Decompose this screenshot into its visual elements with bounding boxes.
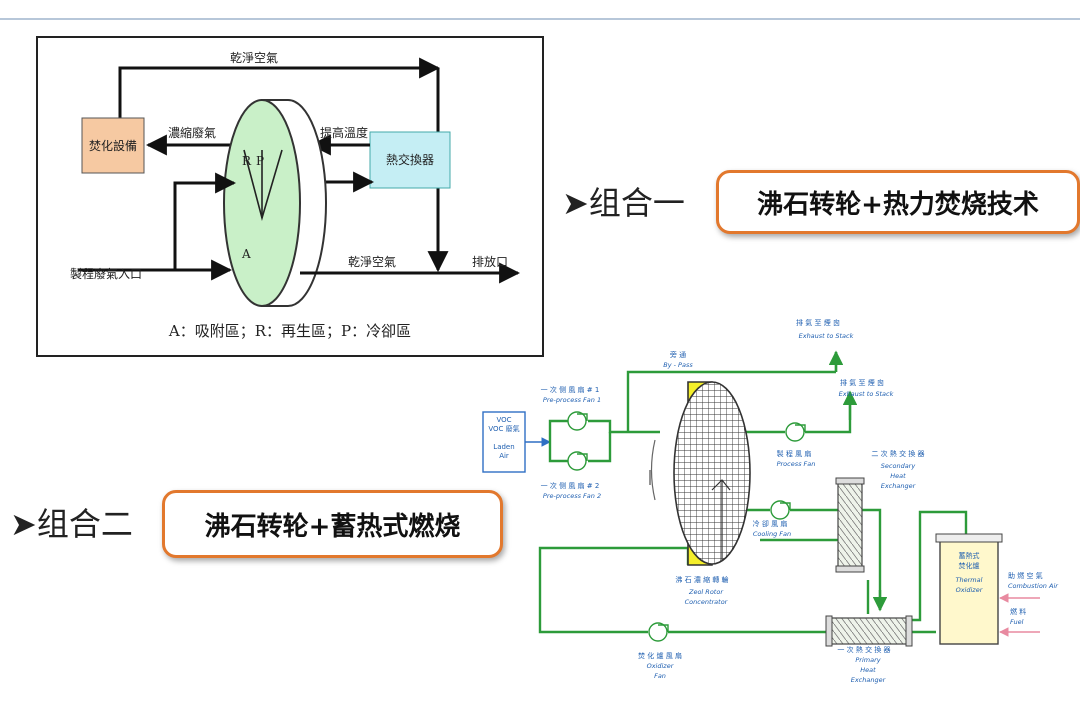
combustion-cn: 助 燃 空 氣 bbox=[1008, 571, 1043, 580]
combo1-title-box: 沸石转轮+热力焚烧技术 bbox=[716, 170, 1080, 234]
pre-process-fan-1 bbox=[567, 411, 588, 431]
exhaust1-en: Exhaust to Stack bbox=[799, 332, 854, 340]
zone-r-label: R bbox=[242, 154, 252, 168]
exhaust2-en: Exhaust to Stack bbox=[839, 390, 894, 398]
oxidizer-cn1: 蓄熱式 bbox=[959, 551, 980, 560]
concentrated-gas-label: 濃縮廢氣 bbox=[168, 125, 216, 140]
secondary-hx-en2: Heat bbox=[890, 472, 906, 480]
raised-temp-label: 提高溫度 bbox=[320, 125, 368, 140]
secondary-hx-en1: Secondary bbox=[881, 462, 916, 470]
fan1-cn: 一 次 侧 風 扇 # 1 bbox=[541, 385, 600, 394]
inlet-label: 製程廢氣入口 bbox=[70, 266, 142, 281]
secondary-hx-en3: Exchanger bbox=[881, 482, 917, 490]
exhaust2-cn: 排 氣 至 煙 囪 bbox=[840, 378, 884, 387]
rotor-en1: Zeol Rotor bbox=[688, 588, 724, 596]
heat-exchanger-label: 熱交換器 bbox=[386, 152, 434, 167]
diagram-1: 乾淨空氣 焚化設備 濃縮廢氣 熱交換器 提高溫度 R P A 製程廢氣入口 乾淨… bbox=[36, 36, 544, 357]
oxidizer-cn2: 焚化爐 bbox=[959, 561, 980, 570]
zone-legend: A：吸附區；R：再生區；P：冷卻區 bbox=[168, 322, 411, 340]
voc-label-cn: VOC 廢氣 bbox=[488, 424, 519, 433]
voc-label-en2: Laden bbox=[493, 443, 514, 451]
bypass-cn: 旁 通 bbox=[670, 350, 686, 359]
primary-hx-en2: Heat bbox=[860, 666, 876, 674]
combo1-label: ➤组合一 bbox=[562, 184, 685, 222]
oxidizer-en1: Thermal bbox=[956, 576, 983, 584]
oxidizer-fan bbox=[648, 622, 669, 642]
process-fan-en: Process Fan bbox=[777, 460, 816, 468]
voc-inlet-box bbox=[482, 411, 526, 473]
cooling-fan-cn: 冷 卻 風 扇 bbox=[753, 519, 788, 528]
top-divider bbox=[0, 18, 1080, 20]
combo2-label: ➤组合二 bbox=[10, 505, 133, 543]
exhaust1-cn: 排 氣 至 煙 囪 bbox=[796, 318, 840, 327]
secondary-heat-exchanger bbox=[835, 477, 865, 573]
voc-label-en1: VOC bbox=[496, 416, 511, 424]
fan2-cn: 一 次 侧 風 扇 # 2 bbox=[541, 481, 600, 490]
combo1-title: 沸石转轮+热力焚烧技术 bbox=[757, 189, 1039, 220]
process-fan bbox=[785, 422, 806, 442]
oxidizer-fan-en1: Oxidizer bbox=[647, 662, 675, 670]
voc-label-en3: Air bbox=[499, 452, 509, 460]
fuel-cn: 燃 料 bbox=[1010, 607, 1026, 616]
fuel-en: Fuel bbox=[1010, 618, 1024, 626]
fan1-en: Pre-process Fan 1 bbox=[543, 396, 601, 404]
bypass-en: By - Pass bbox=[663, 361, 693, 369]
thermal-oxidizer bbox=[935, 533, 1003, 645]
combo2-title-box: 沸石转轮+蓄热式燃烧 bbox=[162, 490, 503, 558]
oxidizer-en2: Oxidizer bbox=[956, 586, 984, 594]
secondary-hx-cn: 二 次 熱 交 換 器 bbox=[871, 449, 924, 458]
cooling-fan bbox=[770, 500, 791, 520]
diagram-2: VOC VOC 廢氣 Laden Air bbox=[482, 318, 1059, 684]
primary-hx-cn: 一 次 熱 交 換 器 bbox=[837, 645, 890, 654]
clean-air-top-label: 乾淨空氣 bbox=[230, 51, 278, 65]
pre-process-fan-2 bbox=[567, 451, 588, 471]
combustion-en: Combustion Air bbox=[1008, 582, 1059, 590]
zeolite-rotor bbox=[649, 381, 751, 566]
process-fan-cn: 製 程 風 扇 bbox=[777, 449, 812, 458]
zone-a-label: A bbox=[241, 247, 251, 261]
cooling-fan-en: Cooling Fan bbox=[753, 530, 791, 538]
heat-exchanger-box bbox=[369, 131, 451, 189]
primary-heat-exchanger bbox=[825, 615, 913, 647]
exhaust-port-label: 排放口 bbox=[472, 254, 508, 269]
incinerator-box bbox=[81, 117, 145, 174]
oxidizer-fan-cn: 焚 化 爐 風 扇 bbox=[638, 651, 682, 660]
oxidizer-fan-en2: Fan bbox=[654, 672, 666, 680]
rotor-en2: Concentrator bbox=[685, 598, 729, 606]
fan2-en: Pre-process Fan 2 bbox=[543, 492, 601, 500]
primary-hx-en1: Primary bbox=[855, 656, 880, 664]
rotor-cn: 沸 石 濃 縮 轉 輪 bbox=[675, 575, 728, 584]
zone-p-label: P bbox=[256, 154, 264, 168]
primary-hx-en3: Exchanger bbox=[851, 676, 887, 684]
combo2-title: 沸石转轮+蓄热式燃烧 bbox=[204, 511, 461, 542]
incinerator-label: 焚化設備 bbox=[89, 138, 137, 153]
clean-air-bottom-label: 乾淨空氣 bbox=[348, 255, 396, 269]
